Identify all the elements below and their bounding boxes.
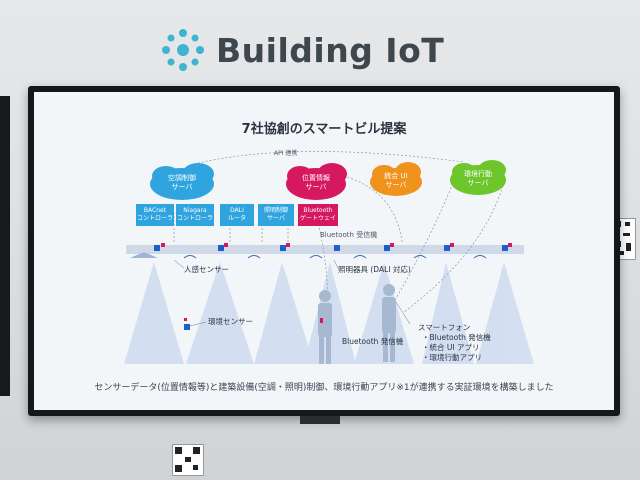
cloud-hvac-server: 空調制御 サーバ <box>168 174 196 191</box>
architecture-diagram <box>124 151 534 364</box>
label-env-sensor: 環境センサー <box>208 317 253 326</box>
box-bacnet-controller: BACnet コントローラ <box>136 204 174 226</box>
label-bt-transmitter: Bluetooth 発信機 <box>342 337 404 346</box>
presentation-slide: 7社協創のスマートビル提案 API 連携 空調制御 サーバ 位置情報 サーバ 統… <box>34 92 614 410</box>
api-label: API 連携 <box>274 150 298 157</box>
phone-item-behavior: ・環境行動アプリ <box>422 353 482 362</box>
cloud-location-server: 位置情報 サーバ <box>302 174 330 191</box>
cloud-behavior-server: 環境行動 サーバ <box>464 170 492 187</box>
slide-caption: センサーデータ(位置情報等)と建築設備(空調・照明)制御、環境行動アプリ※1が連… <box>94 383 554 393</box>
brand-logo: Building IoT <box>160 28 444 72</box>
box-dali-router: DALI ルータ <box>220 204 254 226</box>
adjacent-monitor-edge <box>0 96 10 396</box>
logo-text: Building IoT <box>216 30 445 70</box>
phone-item-ui: ・統合 UI アプリ <box>422 343 480 352</box>
label-smartphone: スマートフォン <box>418 323 471 332</box>
label-human-sensor: 人感センサー <box>184 265 229 274</box>
monitor-logo-strip <box>300 416 340 424</box>
qr-code-bottom <box>172 444 204 476</box>
box-bluetooth-gateway: Bluetooth ゲートウェイ <box>298 204 338 226</box>
network-icon <box>162 29 204 71</box>
phone-item-bt: ・Bluetooth 発信機 <box>422 333 491 342</box>
box-niagara-controller: Niagara コントローラ <box>176 204 214 226</box>
slide-title: 7社協創のスマートビル提案 <box>241 122 407 137</box>
label-bt-receiver: Bluetooth 受信機 <box>320 231 378 239</box>
cloud-unified-ui-server: 統合 UI サーバ <box>384 172 408 189</box>
label-lighting-fixture: 照明器具 (DALI 対応) <box>338 265 411 274</box>
box-lighting-server: 照明制御 サーバ <box>258 204 294 226</box>
